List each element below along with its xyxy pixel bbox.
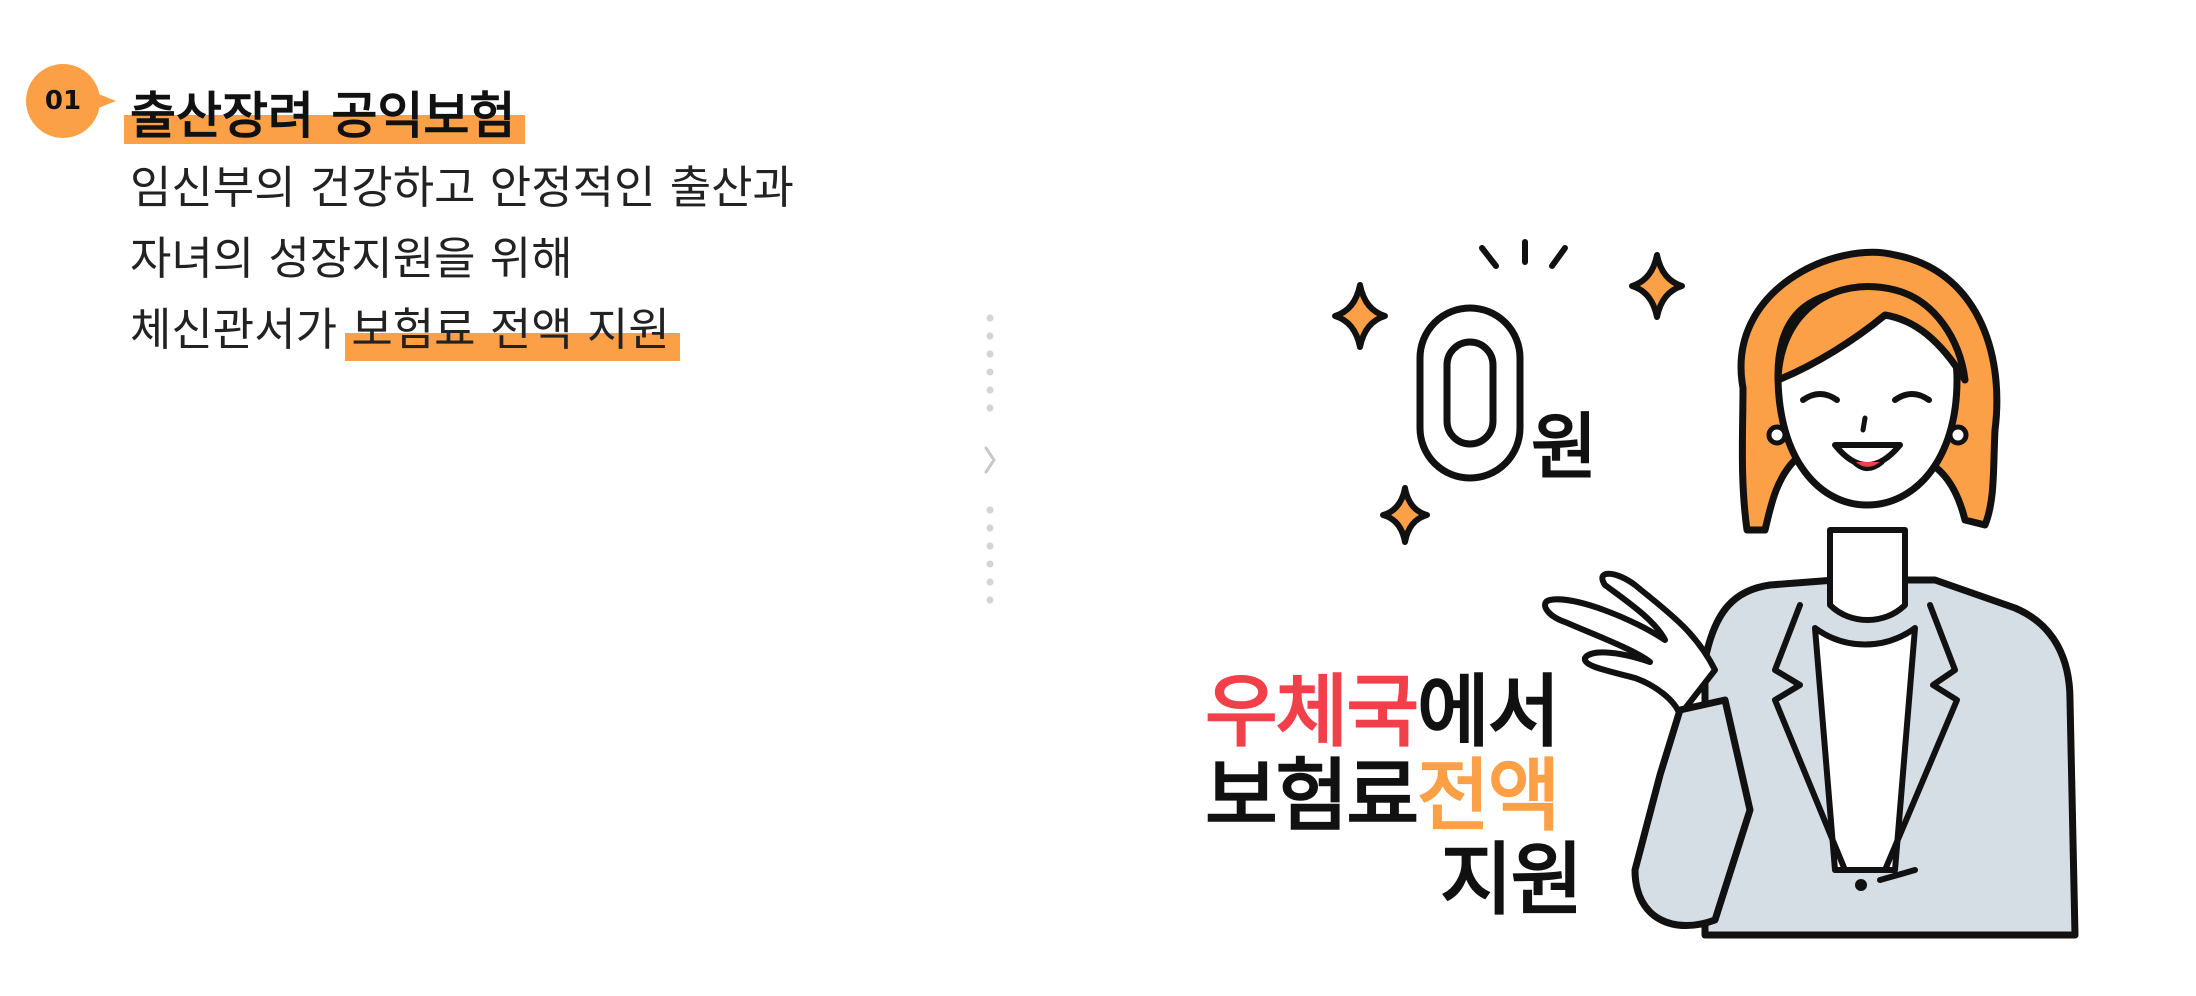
caption-full-amount: 전액 bbox=[1417, 751, 1560, 840]
description-line-2: 자녀의 성장지원을 위해 bbox=[130, 232, 573, 285]
description: 임신부의 건강하고 안정적인 출산과 자녀의 성장지원을 위해 체신관서가 보험… bbox=[130, 152, 794, 365]
promo-illustration: 원 우체국에서 보험료전액 bbox=[1195, 230, 2095, 970]
woman-presenter-illustration: 원 bbox=[1332, 239, 2079, 939]
premium-support-highlight: 보험료 전액 지원 bbox=[345, 294, 681, 365]
caption-line-2: 보험료전액 bbox=[1205, 756, 1560, 836]
caption-post-office: 우체국 bbox=[1205, 667, 1419, 756]
sparkle-icon bbox=[1380, 485, 1430, 545]
sparkle-icon bbox=[1629, 252, 1685, 320]
number-badge: 01 bbox=[26, 64, 116, 138]
page-title: 출산장려 공익보험 bbox=[123, 76, 526, 148]
caption-line-1: 우체국에서 bbox=[1205, 672, 1560, 752]
caption-from: 에서 bbox=[1417, 667, 1560, 756]
description-line-3: 체신관서가 보험료 전액 지원 bbox=[130, 294, 794, 365]
amount-unit: 원 bbox=[1531, 408, 1597, 488]
section-divider bbox=[984, 314, 996, 604]
caption-premium: 보험료 bbox=[1205, 751, 1419, 840]
chevron-right-icon bbox=[984, 446, 996, 474]
sparkle-icon bbox=[1332, 282, 1388, 350]
description-line-3-prefix: 체신관서가 bbox=[130, 303, 352, 356]
title-highlight: 출산장려 공익보험 bbox=[123, 76, 526, 148]
caption-line-3: 지원 bbox=[1440, 835, 1583, 924]
description-line-1: 임신부의 건강하고 안정적인 출산과 bbox=[130, 161, 794, 214]
